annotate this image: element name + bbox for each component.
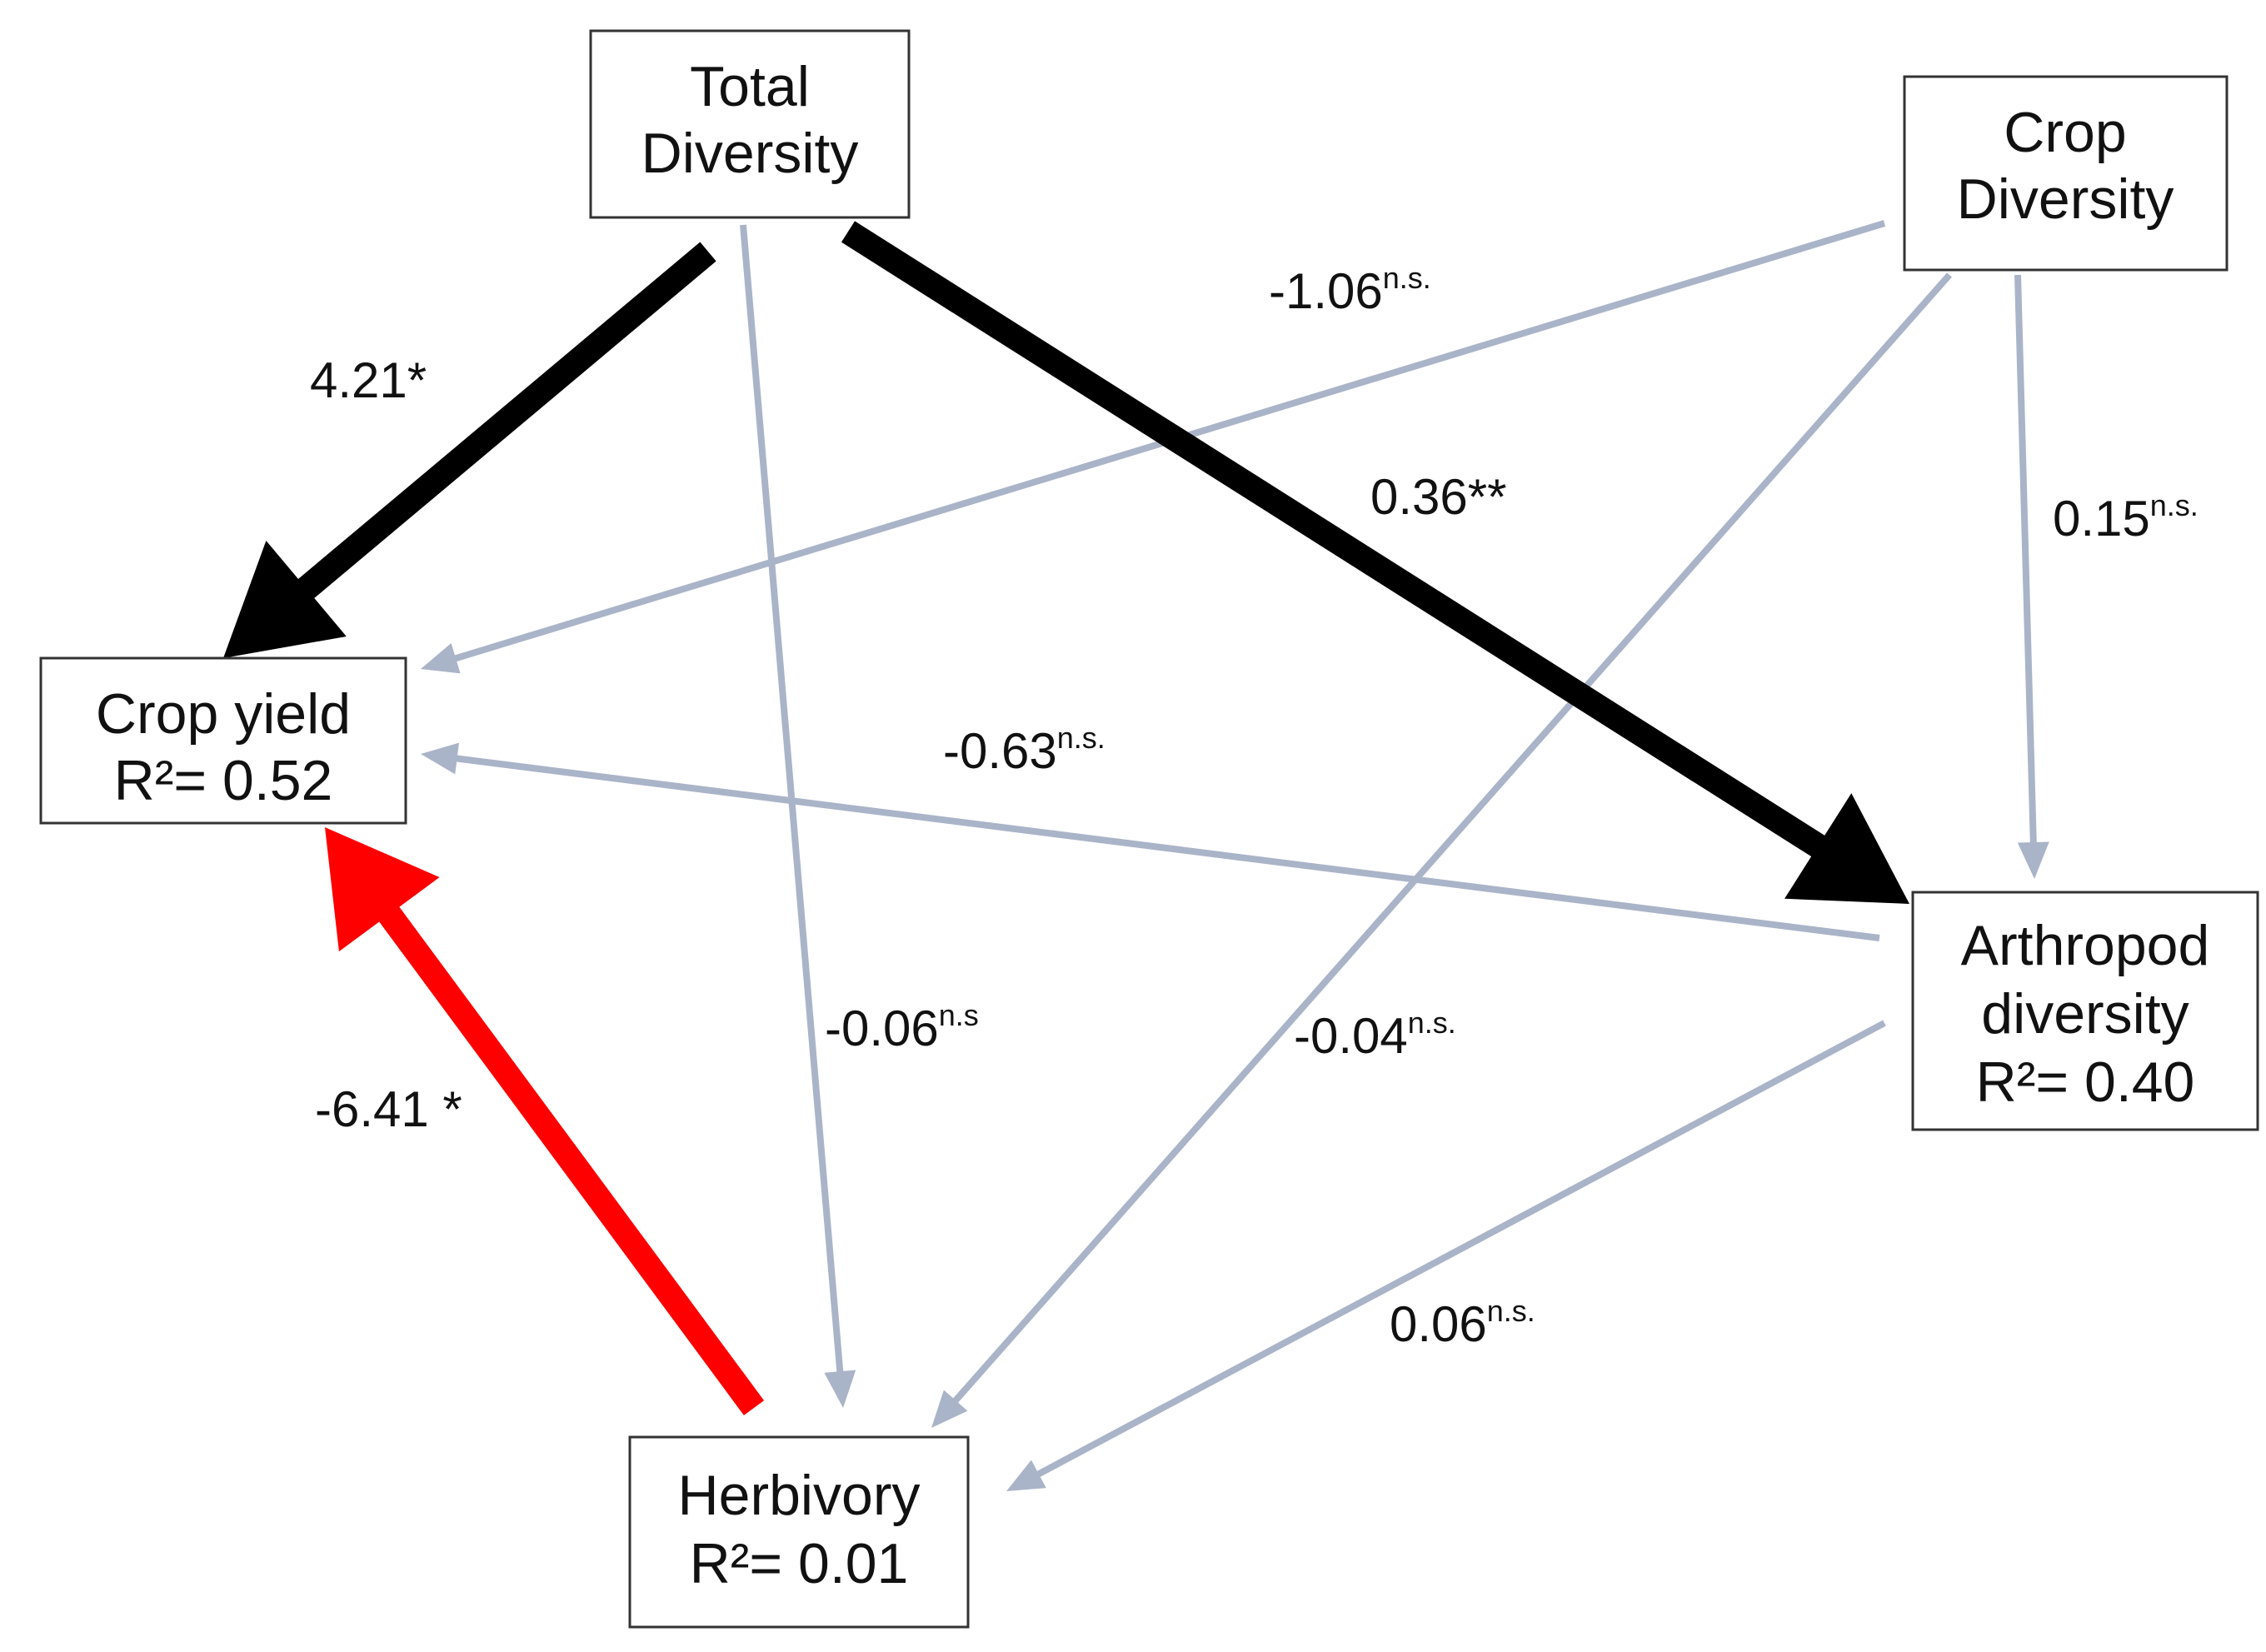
node-label-line: Arthropod <box>1961 914 2210 977</box>
arrow-shaft <box>297 242 716 600</box>
node-box <box>39 656 407 825</box>
arrow-shaft <box>841 221 1826 858</box>
arrow-shaft <box>1036 1020 1886 1478</box>
arrow-total-to-yield <box>223 242 716 658</box>
node-label-line: Diversity <box>641 122 859 185</box>
arrow-head <box>824 1370 856 1408</box>
node-label-line: Herbivory <box>678 1464 921 1527</box>
coef-significance: n.s. <box>2150 488 2199 522</box>
arrow-shaft <box>951 272 1952 1405</box>
arrow-arthropod-to-herbivory <box>1006 1020 1886 1491</box>
arrow-head <box>421 742 460 775</box>
node-arthropod-diversity: Arthropod diversity R²= 0.40 <box>1911 891 2259 1131</box>
coef-value: 0.06 <box>1390 1296 1487 1352</box>
coef-significance: n.s <box>939 998 979 1032</box>
coef-value: -0.63 <box>943 723 1057 779</box>
arrow-head <box>1006 1460 1046 1491</box>
coef-value: -1.06 <box>1269 263 1383 319</box>
coef-value: 4.21* <box>310 352 427 408</box>
significant-paths <box>223 221 1909 1415</box>
node-label-line: Diversity <box>1957 167 2174 231</box>
arrow-head <box>931 1390 968 1428</box>
node-label-line: Total <box>690 55 810 118</box>
coef-label-crop-to-herbivory: -0.04n.s. <box>1294 1006 1456 1064</box>
node-total-diversity: Total Diversity <box>589 29 911 219</box>
arrow-shaft <box>378 906 765 1415</box>
arrow-total-to-arthropod <box>841 221 1909 904</box>
coef-value: 0.15 <box>2053 491 2150 547</box>
coef-significance: n.s. <box>1487 1294 1535 1328</box>
coef-label-crop-to-arthropod: 0.15n.s. <box>2053 488 2199 547</box>
coef-value: -0.04 <box>1294 1008 1408 1064</box>
arrow-arthropod-to-yield <box>421 742 1880 941</box>
coef-label-crop-to-yield: -1.06n.s. <box>1269 261 1431 319</box>
node-box <box>589 29 911 219</box>
node-label-line: R²= 0.40 <box>1976 1051 2195 1114</box>
arrow-head <box>223 541 347 658</box>
arrow-head <box>1784 793 1909 904</box>
coef-label-arthropod-to-yield: -0.63n.s. <box>943 721 1106 779</box>
arrow-shaft <box>455 755 1880 941</box>
node-label-line: R²= 0.01 <box>690 1532 909 1595</box>
node-label-line: R²= 0.52 <box>114 749 333 812</box>
node-label-line: Crop <box>2004 101 2126 164</box>
node-box <box>1903 75 2229 272</box>
coef-label-total-to-herbivory: -0.06n.s <box>825 998 979 1056</box>
node-box <box>628 1435 970 1629</box>
coef-value: 0.36** <box>1370 469 1506 525</box>
coef-label-total-to-yield: 4.21* <box>310 352 427 408</box>
arrow-shaft <box>2014 274 2037 845</box>
coef-value: -6.41 * <box>315 1081 462 1137</box>
node-label-line: diversity <box>1981 982 2189 1046</box>
arrow-head <box>325 827 440 952</box>
arrow-crop-to-yield <box>421 220 1886 674</box>
node-herbivory: Herbivory R²= 0.01 <box>628 1435 970 1629</box>
node-crop-diversity: Crop Diversity <box>1903 75 2229 272</box>
arrow-head <box>2017 841 2049 879</box>
coef-significance: n.s. <box>1408 1006 1456 1040</box>
arrow-crop-to-arthropod <box>2014 274 2049 879</box>
arrow-head <box>421 643 461 674</box>
coef-label-arthropod-to-herbivory: 0.06n.s. <box>1390 1294 1535 1352</box>
arrow-crop-to-herbivory <box>931 272 1952 1428</box>
coef-significance: n.s. <box>1057 721 1106 755</box>
coef-label-herbivory-to-yield: -6.41 * <box>315 1081 462 1137</box>
arrow-herbivory-to-yield <box>325 827 765 1415</box>
node-box <box>1911 891 2259 1131</box>
node-crop-yield: Crop yield R²= 0.52 <box>39 656 407 825</box>
coef-label-total-to-arthropod: 0.36** <box>1370 469 1506 525</box>
coef-significance: n.s. <box>1383 261 1431 295</box>
arrow-total-to-herbivory <box>740 224 856 1408</box>
coef-value: -0.06 <box>825 1001 939 1056</box>
node-label-line: Crop yield <box>96 682 351 746</box>
